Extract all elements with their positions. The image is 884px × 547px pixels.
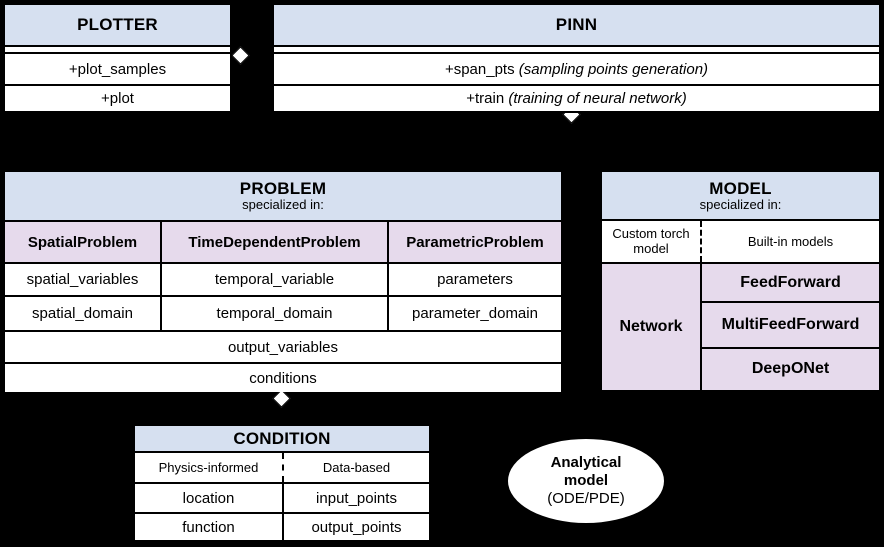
problem-attribute-cell: temporal_variable <box>160 264 387 295</box>
problem-attribute-cell: spatial_variables <box>5 264 160 295</box>
condition-attribute-cell: input_points <box>282 484 429 512</box>
connector-drop-problem <box>283 140 285 172</box>
problem-attribute-cell: parameter_domain <box>387 297 561 330</box>
class-box-problem[interactable]: PROBLEM specialized in: SpatialProblem T… <box>3 170 563 392</box>
model-header: MODEL specialized in: <box>602 172 879 221</box>
class-box-pinn[interactable]: PINN +span_pts (sampling points generati… <box>272 3 881 113</box>
problem-attribute-row: spatial_domain temporal_domain parameter… <box>5 295 561 330</box>
pinn-method-note: (training of neural network) <box>508 90 687 107</box>
problem-attribute-cell: parameters <box>387 264 561 295</box>
problem-attribute-cell: spatial_domain <box>5 297 160 330</box>
condition-kind-physics: Physics-informed <box>135 453 282 482</box>
pinn-method-label: +span_pts <box>444 60 515 78</box>
problem-specialization-spatial[interactable]: SpatialProblem <box>5 222 160 262</box>
connector-pinn-riser <box>570 112 572 142</box>
plotter-spacer-row <box>5 47 230 54</box>
class-box-condition[interactable]: CONDITION Physics-informed Data-based lo… <box>133 424 431 542</box>
model-builtin-deeponet[interactable]: DeepONet <box>702 346 879 391</box>
problem-attribute-row: spatial_variables temporal_variable para… <box>5 262 561 295</box>
connector-analytical-condition <box>436 480 516 482</box>
problem-shared-row: conditions <box>5 362 561 392</box>
model-builtin-list: FeedForward MultiFeedForward DeepONet <box>700 264 879 391</box>
pinn-spacer-row <box>274 47 879 54</box>
pinn-method-row[interactable]: +span_pts (sampling points generation) <box>274 54 879 84</box>
problem-specialization-parametric[interactable]: ParametricProblem <box>387 222 561 262</box>
problem-attribute-cell: temporal_domain <box>160 297 387 330</box>
plotter-header: PLOTTER <box>5 5 230 47</box>
model-builtin-multifeedforward[interactable]: MultiFeedForward <box>702 301 879 347</box>
pinn-method-row[interactable]: +train (training of neural network) <box>274 84 879 111</box>
problem-header: PROBLEM specialized in: <box>5 172 561 222</box>
condition-attribute-row: location input_points <box>135 482 429 512</box>
problem-shared-label: conditions <box>249 369 317 387</box>
class-box-plotter[interactable]: PLOTTER +plot_samples +plot <box>3 3 232 113</box>
condition-attribute-cell: function <box>135 514 282 540</box>
aggregation-diamond-condition <box>272 389 291 408</box>
aggregation-diamond-plotter <box>231 46 250 65</box>
condition-attribute-cell: output_points <box>282 514 429 540</box>
connector-problem-condition <box>280 392 282 426</box>
condition-header: CONDITION <box>135 426 429 453</box>
plotter-method-label: +plot <box>101 90 134 107</box>
connector-plotter-pinn <box>232 55 272 57</box>
model-title: MODEL <box>709 178 772 198</box>
problem-specialization-timedependent[interactable]: TimeDependentProblem <box>160 222 387 262</box>
pinn-header: PINN <box>274 5 879 47</box>
arrowhead-condition <box>431 473 442 489</box>
model-builtin-feedforward[interactable]: FeedForward <box>702 264 879 302</box>
pinn-method-note: (sampling points generation) <box>518 60 709 78</box>
condition-attribute-row: function output_points <box>135 512 429 540</box>
analytical-line-2: model <box>563 472 609 490</box>
problem-title: PROBLEM <box>239 179 327 199</box>
problem-shared-label: output_variables <box>227 338 339 356</box>
model-kind-builtin: Built-in models <box>700 221 879 262</box>
model-kind-custom: Custom torch model <box>602 221 700 262</box>
problem-shared-row: output_variables <box>5 330 561 362</box>
pinn-method-label: +train <box>466 90 505 107</box>
condition-kind-row: Physics-informed Data-based <box>135 453 429 482</box>
connector-drop-model <box>740 140 742 172</box>
model-subtitle: specialized in: <box>699 196 782 212</box>
plotter-title: PLOTTER <box>77 15 158 35</box>
class-box-model[interactable]: MODEL specialized in: Custom torch model… <box>600 170 881 392</box>
model-body-row: Network FeedForward MultiFeedForward Dee… <box>602 262 879 391</box>
problem-subtitle: specialized in: <box>242 197 324 213</box>
plotter-method-label: +plot_samples <box>68 60 167 78</box>
condition-kind-data: Data-based <box>282 453 429 482</box>
condition-title: CONDITION <box>233 428 331 448</box>
analytical-line-1: Analytical <box>550 454 622 472</box>
analytical-model-node[interactable]: Analytical model (ODE/PDE) <box>506 437 666 525</box>
model-kind-row: Custom torch model Built-in models <box>602 221 879 262</box>
condition-attribute-cell: location <box>135 484 282 512</box>
problem-specialization-row: SpatialProblem TimeDependentProblem Para… <box>5 222 561 262</box>
analytical-line-3: (ODE/PDE) <box>547 489 625 507</box>
connector-bus-horizontal <box>283 140 742 142</box>
plotter-method-row[interactable]: +plot_samples <box>5 54 230 84</box>
model-network-cell[interactable]: Network <box>602 264 700 390</box>
pinn-title: PINN <box>555 15 598 35</box>
plotter-method-row[interactable]: +plot <box>5 84 230 111</box>
